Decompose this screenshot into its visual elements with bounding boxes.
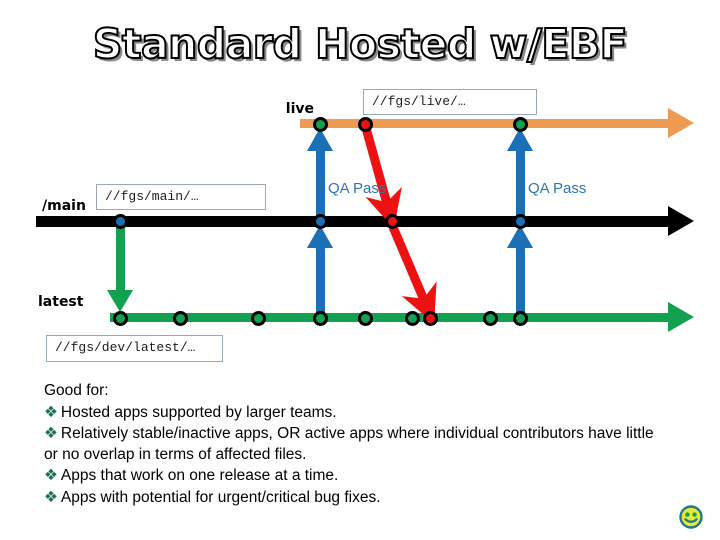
promote-arrow-main-to-live-line-a [316,149,325,221]
node-latest-8[interactable] [483,311,498,326]
lane-arrowhead-live [668,108,694,138]
node-main-1[interactable] [113,214,128,229]
notes-bullet-2: ❖Relatively stable/inactive apps, OR act… [44,423,664,465]
promote-arrow-latest-to-main-head-a [307,225,333,248]
branch-arrow-main-to-latest-head [107,290,133,312]
branch-arrow-main-to-latest-line [116,221,125,293]
node-live-1[interactable] [313,117,328,132]
smiley-face-icon [679,505,703,529]
bullet-diamond-icon: ❖ [44,402,58,421]
hotfix-arrow-live-to-main [361,126,402,229]
node-latest-7[interactable] [423,311,438,326]
notes-bullet-1: ❖Hosted apps supported by larger teams. [44,402,664,424]
bullet-diamond-icon: ❖ [44,466,58,484]
node-main-2[interactable] [313,214,328,229]
bullet-diamond-icon: ❖ [44,487,58,506]
node-latest-6[interactable] [405,311,420,326]
lane-arrowhead-latest [668,302,694,332]
lane-label-live: live [285,101,314,117]
path-box-latest: //fgs/dev/latest/… [46,335,223,362]
notes-lead: Good for: [44,382,109,399]
notes-bullet-4: ❖Apps with potential for urgent/critical… [44,487,664,509]
promote-arrow-main-to-live-line-b [516,149,525,221]
node-latest-5[interactable] [358,311,373,326]
promote-arrow-latest-to-main-head-b [507,225,533,248]
node-main-3[interactable] [385,214,400,229]
promote-arrow-latest-to-main-line-a [316,246,325,318]
notes-block: Good for: ❖Hosted apps supported by larg… [44,381,664,508]
notes-bullet-3-text: Apps that work on one release at a time. [60,467,339,484]
node-latest-3[interactable] [251,311,266,326]
node-live-3[interactable] [513,117,528,132]
notes-bullet-4-text: Apps with potential for urgent/critical … [60,488,381,506]
qa-pass-label-1: QA Pass [328,180,387,197]
notes-bullet-1-text: Hosted apps supported by larger teams. [60,403,337,421]
path-box-main: //fgs/main/… [96,184,266,210]
node-latest-9[interactable] [513,311,528,326]
lane-line-live [300,119,670,128]
bullet-diamond-icon: ❖ [44,424,58,442]
promote-arrow-main-to-live-head-b [507,128,533,151]
promote-arrow-latest-to-main-line-b [516,246,525,318]
lane-label-main: /main [42,198,86,214]
node-latest-1[interactable] [113,311,128,326]
lane-arrowhead-main [668,206,694,236]
promote-arrow-main-to-live-head-a [307,128,333,151]
qa-pass-label-2: QA Pass [528,180,587,197]
node-latest-2[interactable] [173,311,188,326]
lane-line-main [36,216,670,227]
node-main-4[interactable] [513,214,528,229]
path-box-live: //fgs/live/… [363,89,537,115]
node-live-2[interactable] [358,117,373,132]
lane-label-latest: latest [38,294,84,310]
notes-bullet-2-text: Relatively stable/inactive apps, OR acti… [44,425,654,463]
hotfix-arrow-main-to-latest [388,225,437,324]
page-title: Standard Hosted w/EBF [92,19,629,69]
notes-bullet-3: ❖Apps that work on one release at a time… [44,465,664,487]
node-latest-4[interactable] [313,311,328,326]
lane-line-latest [110,313,670,322]
